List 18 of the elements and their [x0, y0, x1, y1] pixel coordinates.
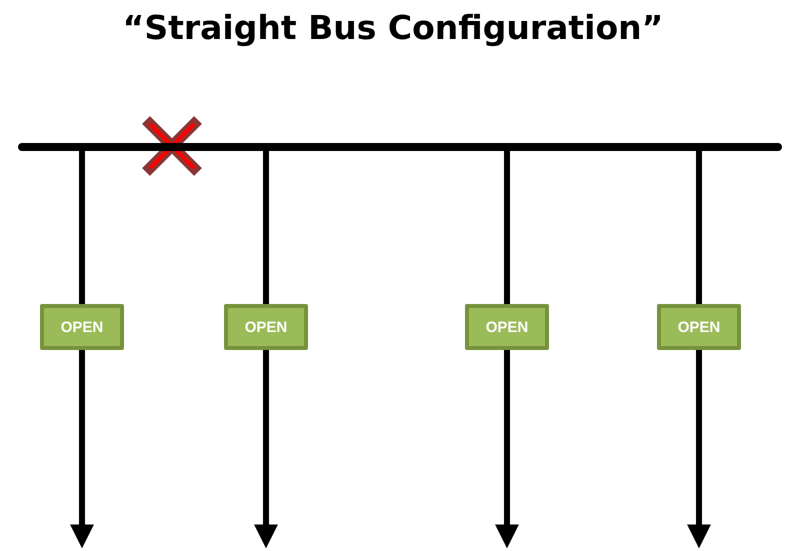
arrow: [495, 350, 519, 548]
switch-label: OPEN: [60, 318, 104, 336]
connector-line: [263, 151, 269, 304]
arrow: [254, 350, 278, 548]
switch-label: OPEN: [244, 318, 288, 336]
switch-box: [465, 304, 549, 350]
connector-line: [79, 151, 85, 304]
switch-box: [657, 304, 741, 350]
arrow: [687, 350, 711, 548]
switch-box: [40, 304, 124, 350]
switch-label: OPEN: [486, 318, 528, 336]
bus-bar: [18, 143, 782, 151]
switch-box: [224, 304, 308, 350]
arrow: [70, 350, 94, 548]
diagram-title: “Straight Bus Configuration”: [122, 8, 664, 47]
switch-label: OPEN: [678, 318, 720, 336]
connector-line: [504, 151, 510, 304]
connector-line: [696, 151, 702, 304]
